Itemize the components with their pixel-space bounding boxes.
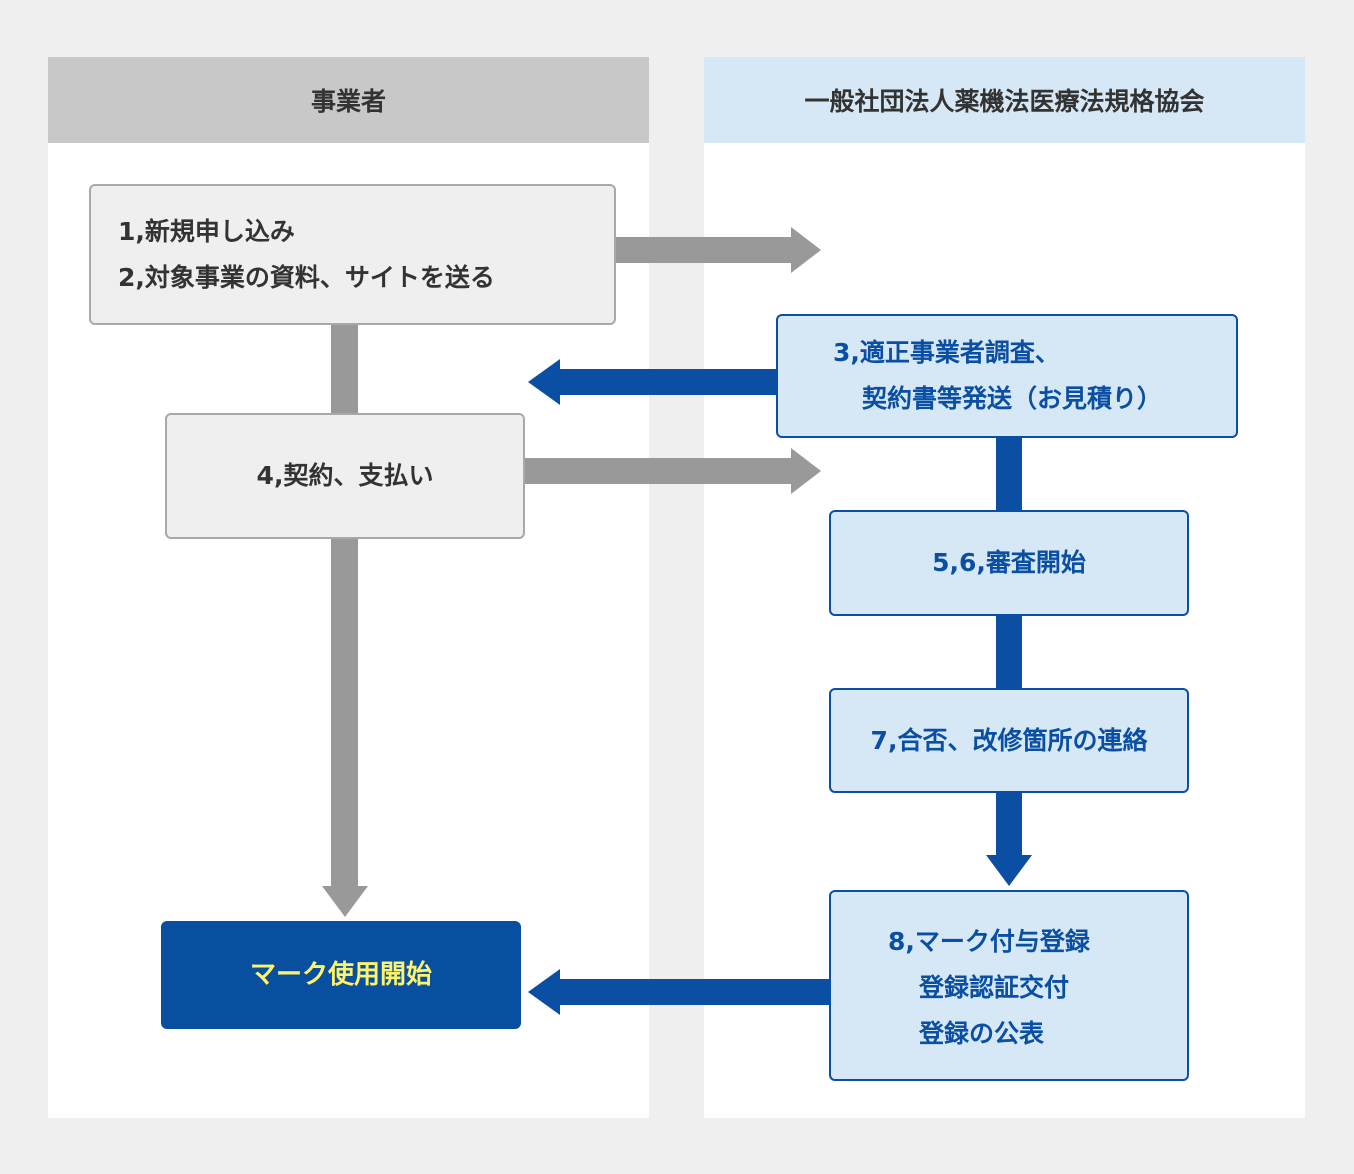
step-contract-box: 4,契約、支払い	[165, 413, 525, 539]
gray-connector-2	[331, 538, 358, 888]
blue-arrow-shaft-2	[558, 979, 830, 1005]
step-3-label-line1: 3,適正事業者調査、	[833, 338, 1060, 367]
step-review-box: 5,6,審査開始	[829, 510, 1189, 616]
step-result-box: 7,合否、改修箇所の連絡	[829, 688, 1189, 793]
gray-arrow-head-2	[791, 448, 821, 494]
step-3-label-line2: 契約書等発送（お見積り）	[862, 384, 1163, 413]
blue-connector-1	[996, 437, 1022, 511]
final-step-label: マーク使用開始	[249, 960, 432, 990]
blue-arrow-down	[986, 855, 1032, 886]
blue-connector-2	[996, 615, 1022, 689]
step-8-label-line1: 8,マーク付与登録	[888, 926, 1090, 956]
step-8-label-line3: 登録の公表	[919, 1018, 1045, 1048]
gray-arrow-head-1	[791, 227, 821, 273]
gray-connector-1	[331, 324, 358, 414]
step-registration-box: 8,マーク付与登録 登録認証交付 登録の公表	[829, 890, 1189, 1081]
lane-association: 一般社団法人薬機法医療法規格協会	[704, 57, 1305, 1118]
blue-connector-3	[996, 792, 1022, 857]
blue-arrow-shaft-1	[558, 369, 777, 395]
step-5-6-label: 5,6,審査開始	[932, 548, 1086, 577]
blue-arrow-head-1	[528, 359, 560, 405]
step-7-label: 7,合否、改修箇所の連絡	[870, 725, 1148, 755]
gray-arrow-shaft-2	[524, 458, 793, 484]
step-apply-box: 1,新規申し込み 2,対象事業の資料、サイトを送る	[89, 184, 616, 325]
final-step-box: マーク使用開始	[161, 921, 521, 1029]
step-survey-box: 3,適正事業者調査、 契約書等発送（お見積り）	[776, 314, 1238, 438]
lane-left-title: 事業者	[48, 57, 649, 143]
step-2-label: 2,対象事業の資料、サイトを送る	[118, 262, 495, 292]
gray-arrow-down	[322, 886, 368, 917]
blue-arrow-head-2	[528, 969, 560, 1015]
step-4-label: 4,契約、支払い	[256, 461, 434, 490]
lane-right-title: 一般社団法人薬機法医療法規格協会	[704, 57, 1305, 143]
gray-arrow-shaft-1	[615, 237, 793, 263]
step-1-label: 1,新規申し込み	[118, 216, 295, 246]
step-8-label-line2: 登録認証交付	[919, 972, 1070, 1002]
